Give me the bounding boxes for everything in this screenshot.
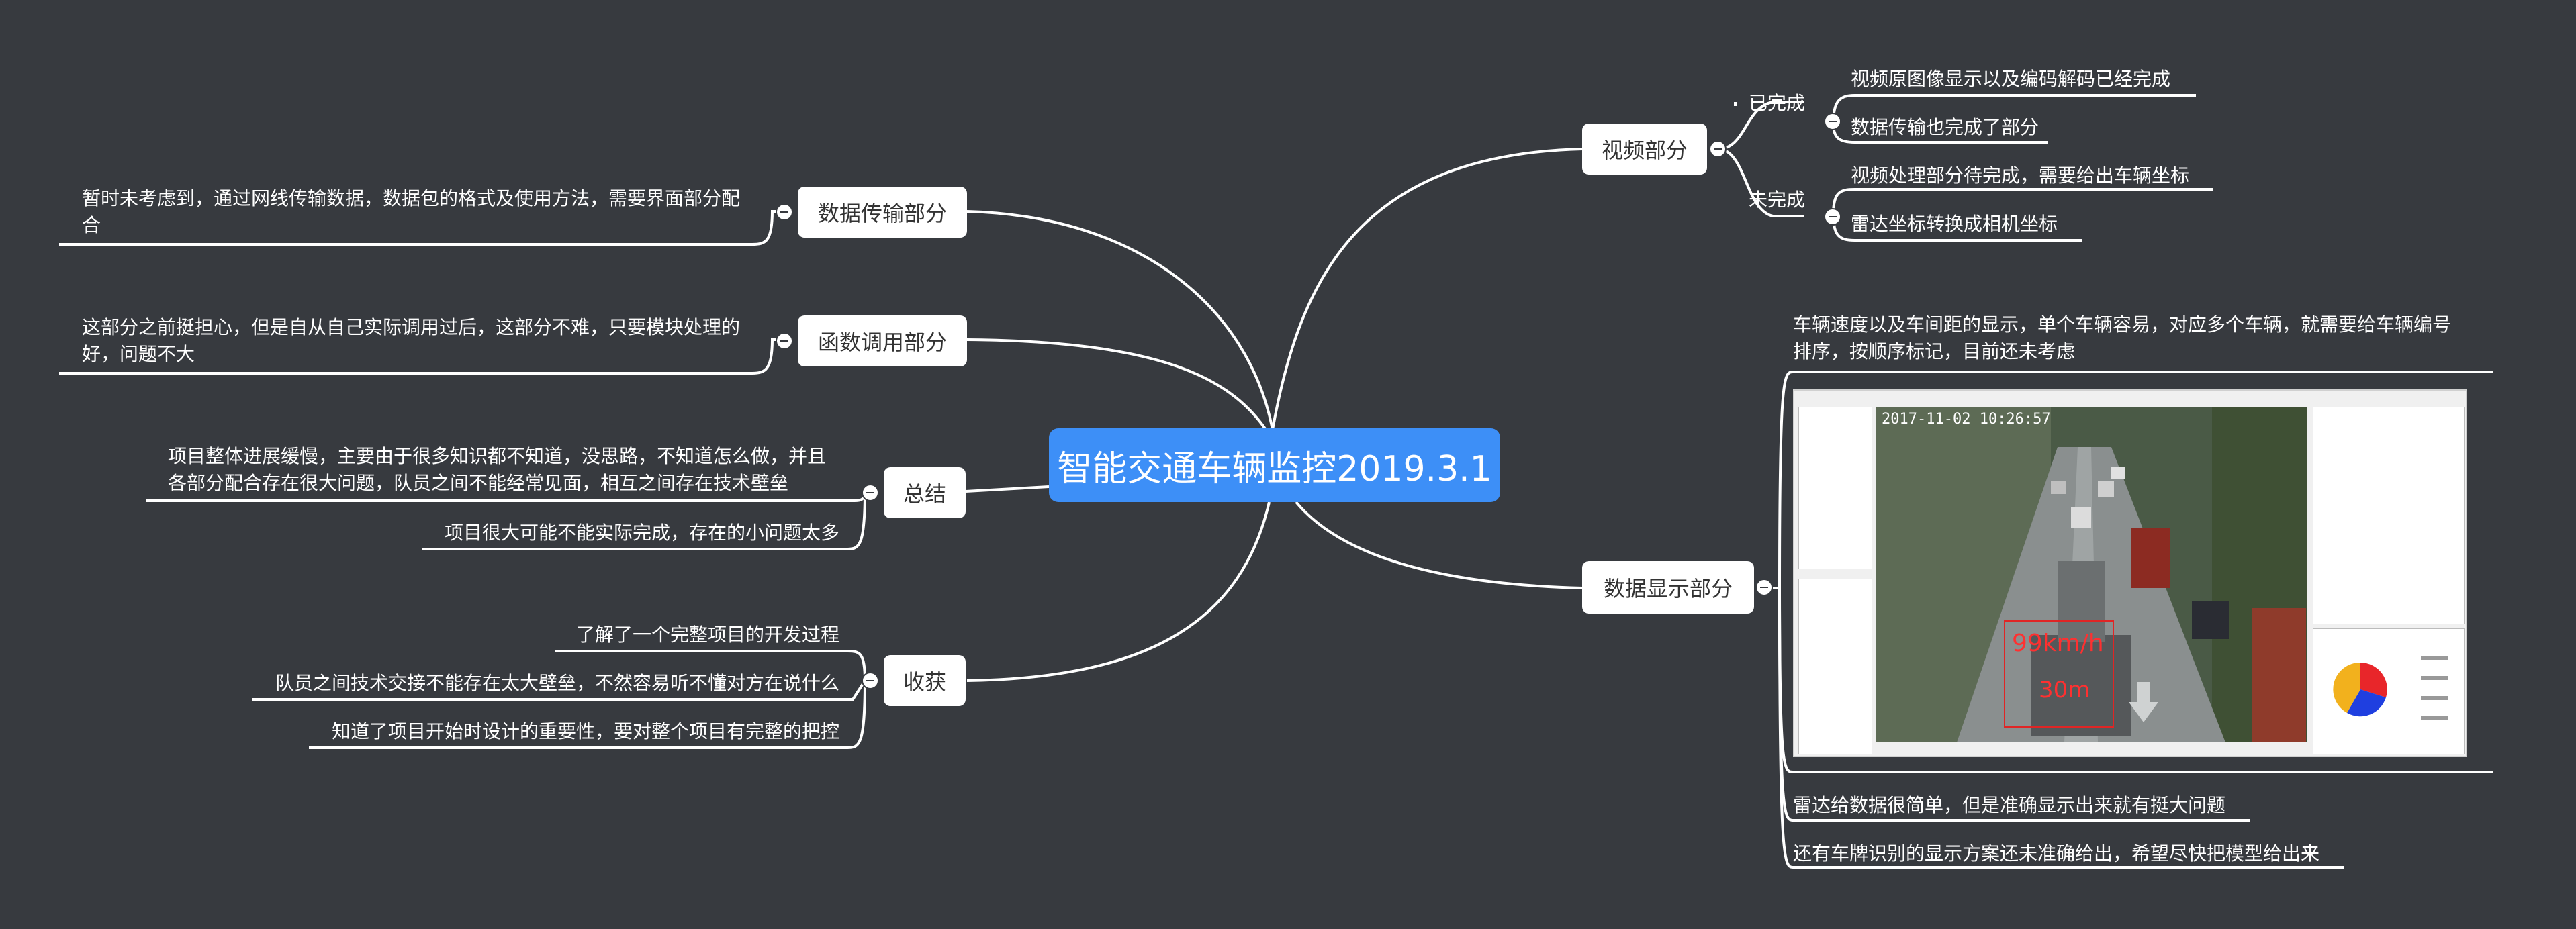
screenshot-chart-panel [2313, 628, 2465, 754]
line-summary-2 [422, 491, 866, 550]
topic-video[interactable]: 视频部分 [1582, 124, 1707, 175]
collapse-icon[interactable] [862, 672, 879, 689]
summary-item-2[interactable]: 项目很大可能不能实际完成，存在的小问题太多 [445, 522, 840, 544]
line-transfer-note [59, 210, 784, 246]
collapse-icon[interactable] [776, 203, 793, 221]
display-note-line-2[interactable]: 排序，按顺序标记，目前还未考虑 [1793, 340, 2076, 362]
root-topic[interactable]: 智能交通车辆监控2019.3.1 [1049, 428, 1500, 502]
line-root-function [966, 338, 1267, 431]
topic-data-display[interactable]: 数据显示部分 [1582, 561, 1754, 614]
line-root-transfer [966, 210, 1274, 430]
function-note-line-1[interactable]: 这部分之前挺担心，但是自从自己实际调用过后，这部分不难，只要模块处理的 [82, 316, 741, 338]
summary-item-1-line-1[interactable]: 项目整体进展缓慢，主要由于很多知识都不知道，没思路，不知道怎么做，并且 [168, 445, 827, 467]
line-root-gains [966, 501, 1271, 682]
display-item-1[interactable]: 雷达给数据很简单，但是准确显示出来就有挺大问题 [1793, 794, 2226, 816]
line-root-summary [965, 485, 1050, 493]
todo-item-1[interactable]: 视频处理部分待完成，需要给出车辆坐标 [1851, 164, 2190, 187]
function-note-line-2[interactable]: 好，问题不大 [82, 343, 195, 365]
vehicle-distance-label: 30m [2039, 677, 2090, 703]
line-display-note [1773, 371, 2493, 589]
line-root-video [1271, 148, 1583, 430]
collapse-icon[interactable] [1755, 579, 1773, 596]
display-note-line-1[interactable]: 车辆速度以及车间距的显示，单个车辆容易，对应多个车辆，就需要给车辆编号 [1793, 313, 2452, 336]
gains-item-1[interactable]: 了解了一个完整项目的开发过程 [576, 624, 840, 646]
screenshot-right-panel [2313, 407, 2465, 624]
summary-item-1-line-2[interactable]: 各部分配合存在很大问题，队员之间不能经常见面，相互之间存在技术壁垒 [168, 472, 789, 494]
line-display-item2 [1778, 587, 2344, 869]
line-gains-2 [252, 679, 866, 701]
display-item-2[interactable]: 还有车牌识别的显示方案还未准确给出，希望尽快把模型给出来 [1793, 842, 2320, 865]
vehicle-speed-label: 99km/h [2012, 630, 2104, 657]
line-video-todo [1717, 148, 1804, 217]
line-todo-1 [1832, 188, 2213, 215]
topic-summary[interactable]: 总结 [884, 467, 966, 518]
subtopic-done[interactable]: 已完成 [1749, 92, 1806, 114]
monitor-screenshot: 2017-11-02 10:26:57 99km/h 30m [1793, 389, 2467, 757]
collapse-icon[interactable] [862, 484, 879, 501]
vehicle-bounding-box [2004, 620, 2114, 728]
gains-item-3[interactable]: 知道了项目开始时设计的重要性，要对整个项目有完整的把控 [332, 720, 840, 742]
gains-item-2[interactable]: 队员之间技术交接不能存在太大壁垒，不然容易听不懂对方在说什么 [275, 672, 840, 694]
video-timestamp: 2017-11-02 10:26:57 [1882, 411, 2051, 428]
transfer-note-line-2[interactable]: 合 [82, 214, 101, 236]
screenshot-video-frame: 2017-11-02 10:26:57 99km/h 30m [1876, 407, 2307, 742]
done-item-1[interactable]: 视频原图像显示以及编码解码已经完成 [1851, 68, 2171, 90]
topic-function-call[interactable]: 函数调用部分 [798, 315, 967, 366]
collapse-icon[interactable] [1824, 113, 1841, 130]
line-video-done [1717, 101, 1804, 150]
line-gains-3 [309, 680, 866, 749]
screenshot-tree-panel [1798, 407, 1872, 569]
topic-gains[interactable]: 收获 [884, 655, 966, 706]
subtopic-todo[interactable]: 未完成 [1749, 189, 1806, 211]
screenshot-lower-panel [1798, 579, 1872, 754]
transfer-note-line-1[interactable]: 暂时未考虑到，通过网线传输数据，数据包的格式及使用方法，需要界面部分配 [82, 187, 741, 209]
todo-item-2[interactable]: 雷达坐标转换成相机坐标 [1851, 213, 2058, 235]
topic-data-transfer[interactable]: 数据传输部分 [798, 187, 967, 238]
road-scene [1876, 407, 2307, 742]
collapse-icon[interactable] [1709, 140, 1727, 158]
collapse-icon[interactable] [1824, 208, 1841, 226]
collapse-icon[interactable] [776, 332, 793, 350]
done-item-2[interactable]: 数据传输也完成了部分 [1851, 116, 2039, 138]
line-function-note [59, 338, 784, 375]
pie-chart-icon [2333, 656, 2448, 720]
line-root-display [1295, 501, 1583, 589]
